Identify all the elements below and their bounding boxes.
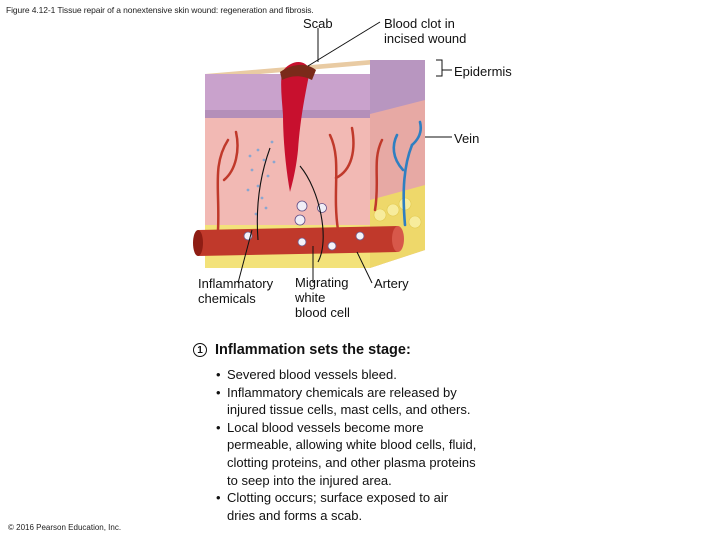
label-inflammatory-chemicals: Inflammatory chemicals [198,276,273,306]
step-heading: 1 Inflammation sets the stage: [193,342,411,358]
label-migrating-wbc: Migrating white blood cell [295,275,350,320]
label-epidermis: Epidermis [454,64,512,79]
label-blood-clot-line1: Blood clot in [384,16,455,31]
label-vein: Vein [454,131,480,146]
scab [280,64,316,80]
figure-caption: Figure 4.12-1 Tissue repair of a nonexte… [6,5,314,15]
step-title: Inflammation sets the stage: [215,342,411,358]
step-number-badge: 1 [193,343,207,357]
label-inflammatory-line2: chemicals [198,291,256,306]
label-migrating-line2: white [295,290,326,305]
step-bullet-list: •Severed blood vessels bleed. •Inflammat… [216,366,546,524]
label-inflammatory-line1: Inflammatory [198,276,274,291]
label-blood-clot-line2: incised wound [384,31,467,46]
bullet-item: •Clotting occurs; surface exposed to air… [216,490,449,523]
label-artery: Artery [374,276,409,291]
blood-clot [281,61,310,192]
vein-vessel [402,143,414,227]
label-blood-clot: Blood clot in incised wound [384,16,466,46]
label-migrating-line1: Migrating [295,275,349,290]
copyright-notice: © 2016 Pearson Education, Inc. [8,523,122,532]
label-migrating-line3: blood cell [295,305,350,320]
label-scab: Scab [303,16,333,31]
bullet-item: •Severed blood vessels bleed. [216,367,397,382]
